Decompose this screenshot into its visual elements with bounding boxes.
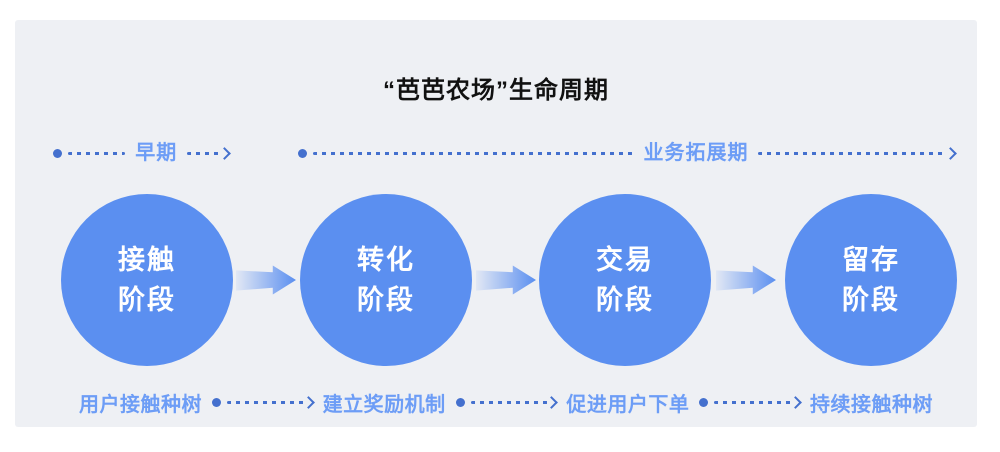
connector-dot (699, 397, 709, 407)
gradient-arrow-icon (236, 265, 296, 295)
stage-circle-retention: 留存 阶段 (785, 194, 957, 366)
connector-dot (455, 397, 465, 407)
stage-line2: 阶段 (842, 285, 900, 315)
dashed-line (68, 151, 126, 155)
action-label-reward: 建立奖励机制 (322, 393, 446, 416)
timeline-start-dot (298, 148, 307, 158)
dashed-line (758, 151, 947, 155)
phase-label-expansion: 业务拓展期 (643, 142, 749, 164)
action-connector (455, 393, 559, 411)
arrow-head-icon (301, 395, 315, 409)
stage-circle-contact: 接触 阶段 (61, 194, 233, 366)
arrow-head-icon (545, 395, 559, 409)
action-flow: 用户接触种树 建立奖励机制 促进用户下单 持续接触种树 (79, 390, 934, 416)
dashed-line (714, 400, 793, 404)
arrow-head-icon (944, 146, 957, 160)
dashed-line (187, 151, 221, 155)
lifecycle-panel: “芭芭农场”生命周期 早期 业务拓展期 接触 阶段 转化 阶段 交易 (15, 20, 977, 427)
stage-line2: 阶段 (357, 285, 415, 315)
stage-line2: 阶段 (118, 285, 176, 315)
dashed-line (313, 151, 634, 155)
phase-label-early: 早期 (135, 142, 178, 164)
gradient-arrow-icon (476, 265, 536, 295)
diagram-title: “芭芭农场”生命周期 (383, 77, 609, 104)
dashed-line (227, 400, 305, 404)
stage-line2: 阶段 (596, 285, 654, 315)
action-connector (212, 393, 315, 411)
stage-line1: 转化 (357, 245, 415, 275)
stage-line1: 交易 (596, 245, 654, 275)
arrow-head-icon (789, 395, 802, 409)
action-connector (699, 393, 802, 411)
phase-timeline-early: 早期 (53, 142, 231, 164)
gradient-arrow-icon (716, 265, 776, 295)
stage-line1: 留存 (842, 245, 900, 275)
connector-dot (212, 397, 221, 407)
arrow-head-icon (218, 146, 231, 160)
stage-circle-conversion: 转化 阶段 (300, 194, 472, 366)
phase-timeline-expansion: 业务拓展期 (298, 142, 957, 164)
timeline-start-dot (53, 148, 62, 158)
stage-circle-transaction: 交易 阶段 (539, 194, 711, 366)
stage-line1: 接触 (118, 245, 176, 275)
action-label-retain: 持续接触种树 (810, 393, 934, 416)
action-label-contact: 用户接触种树 (79, 393, 202, 416)
dashed-line (470, 400, 549, 404)
action-label-order: 促进用户下单 (566, 393, 690, 416)
